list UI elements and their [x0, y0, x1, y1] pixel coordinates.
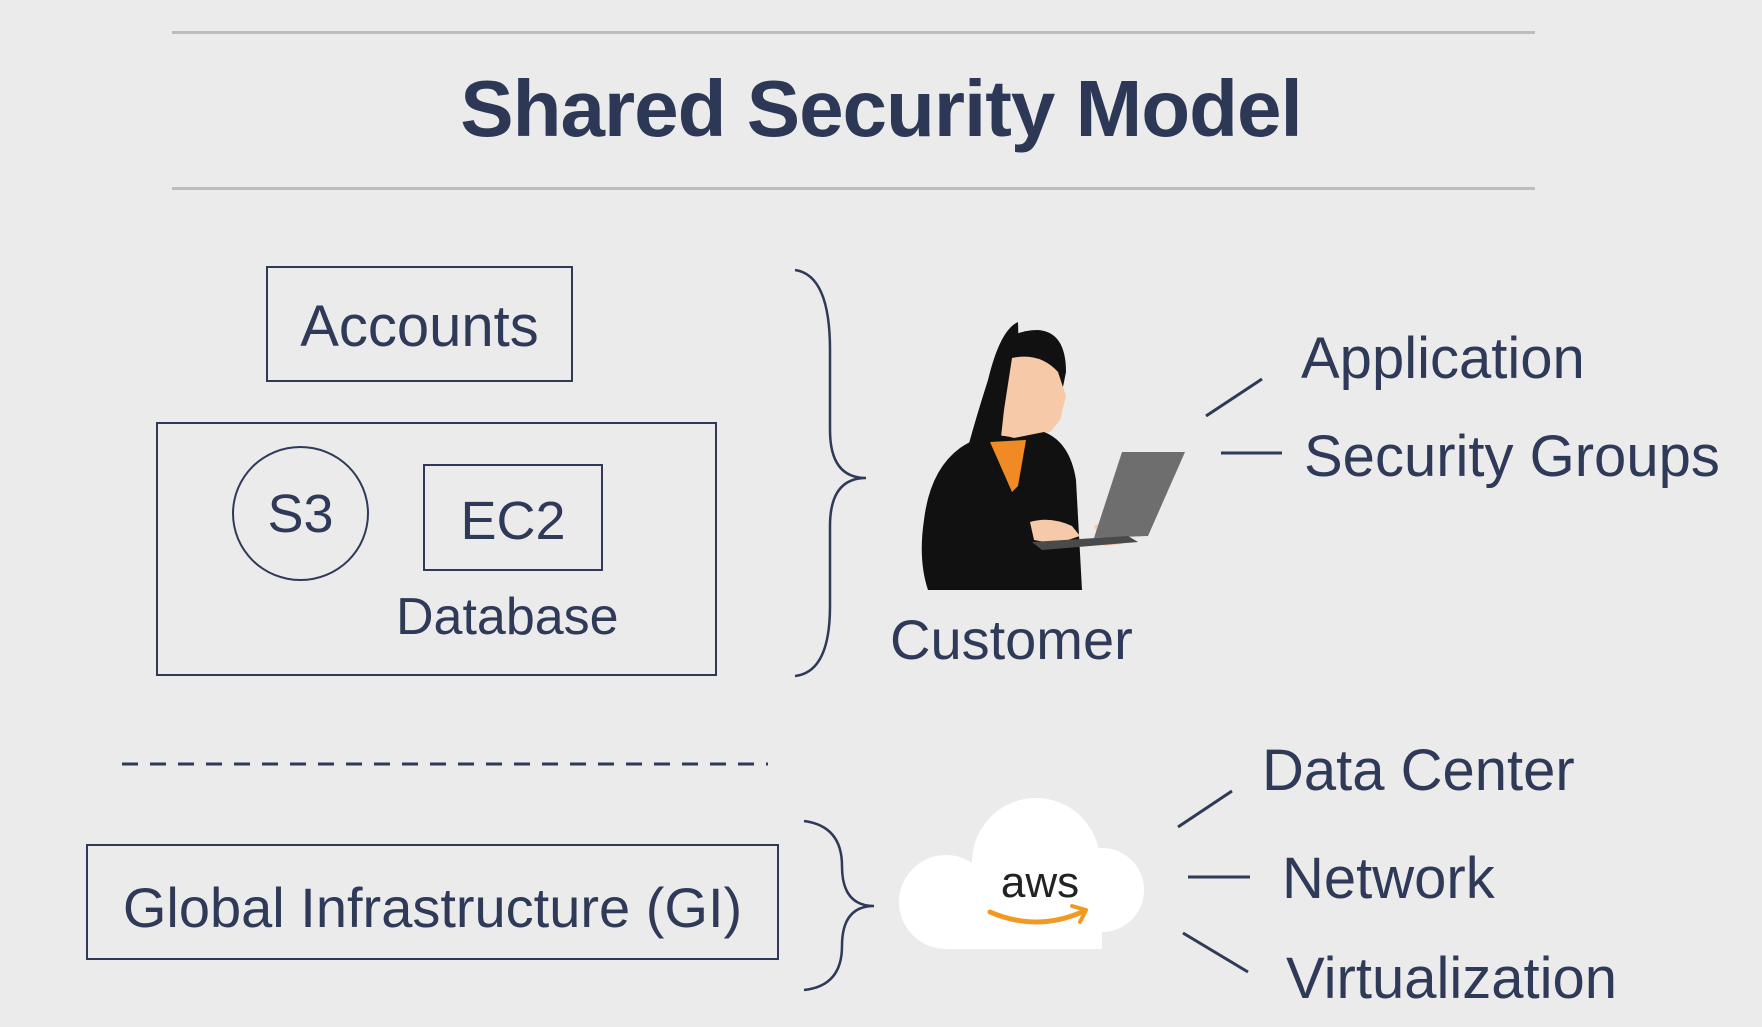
network-label: Network — [1282, 846, 1495, 911]
virtualization-label: Virtualization — [1286, 946, 1618, 1011]
virtualization-connector — [1182, 931, 1249, 974]
aws-logo-text: aws — [1001, 858, 1079, 907]
security-groups-label: Security Groups — [1304, 424, 1720, 489]
aws-cloud-icon: aws — [899, 798, 1144, 949]
global-infrastructure-label: Global Infrastructure (GI) — [122, 876, 743, 939]
application-connector — [1205, 377, 1263, 418]
application-label: Application — [1301, 326, 1585, 391]
global-infrastructure-box — [86, 844, 779, 960]
ec2-box — [423, 464, 603, 571]
data-center-connector — [1177, 789, 1233, 829]
s3-circle — [232, 446, 369, 581]
ec2-label: EC2 — [460, 491, 566, 551]
data-center-label: Data Center — [1262, 738, 1575, 803]
person-with-laptop-icon — [921, 322, 1185, 590]
s3-label: S3 — [267, 484, 334, 544]
customer-brace — [794, 268, 867, 678]
aws-brace — [803, 819, 875, 992]
customer-label: Customer — [890, 608, 1133, 671]
services-box — [156, 422, 717, 676]
page-title: Shared Security Model — [460, 64, 1302, 153]
title-divider — [172, 187, 1535, 190]
accounts-box — [266, 266, 573, 382]
top-divider — [172, 31, 1535, 34]
database-label: Database — [396, 588, 619, 646]
accounts-label: Accounts — [300, 294, 539, 359]
